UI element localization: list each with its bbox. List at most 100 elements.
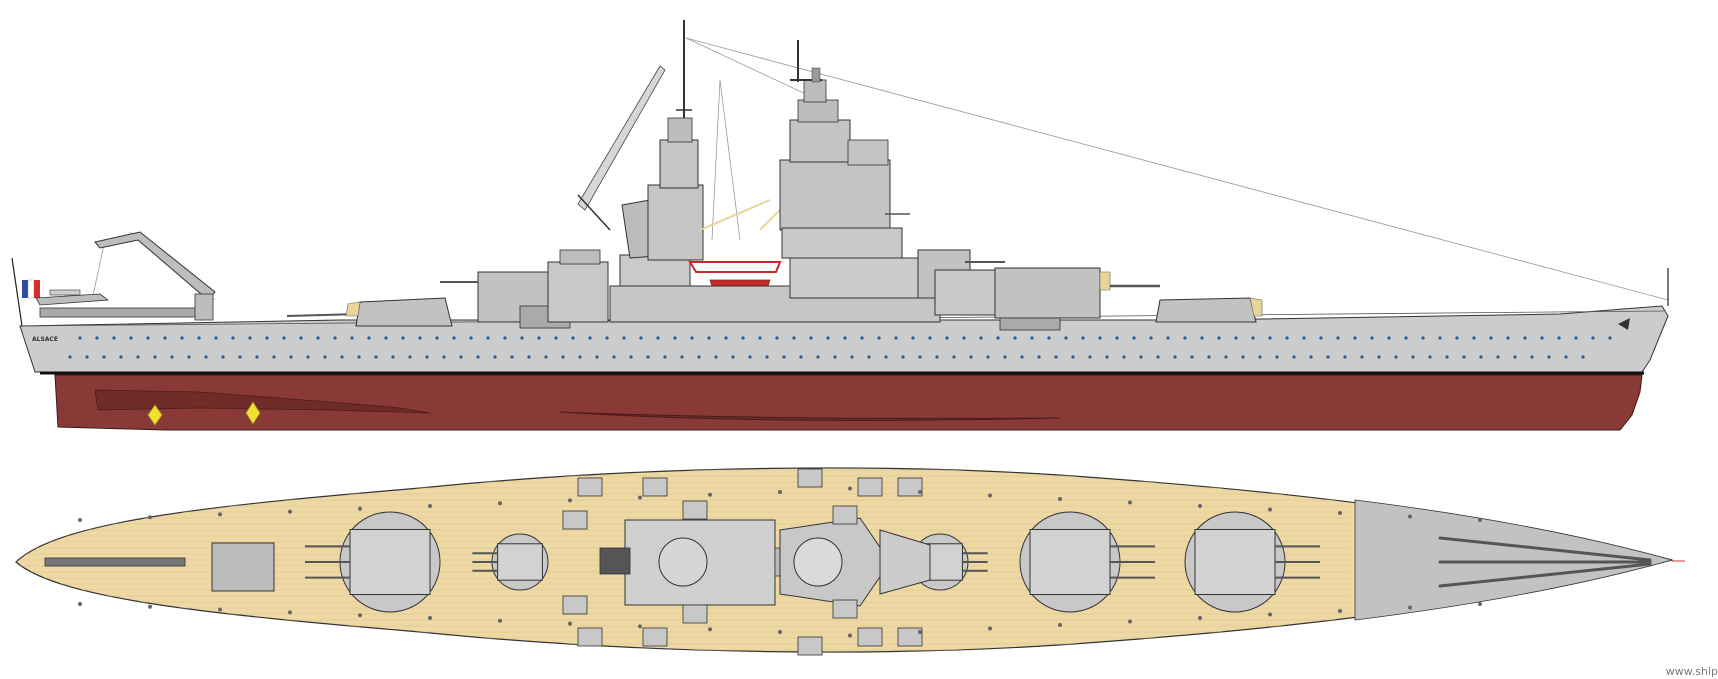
porthole xyxy=(238,355,242,359)
aa-mount xyxy=(682,500,708,520)
bollard xyxy=(568,498,572,503)
porthole xyxy=(1438,336,1442,340)
bollard xyxy=(358,506,362,511)
porthole xyxy=(1489,336,1493,340)
porthole xyxy=(357,355,361,359)
bollard xyxy=(1058,623,1062,627)
bollard xyxy=(498,618,502,623)
crane-base xyxy=(194,293,214,321)
forward-tower xyxy=(779,40,921,299)
bollard xyxy=(1408,605,1412,610)
aa-mount xyxy=(857,627,883,647)
porthole xyxy=(384,336,388,340)
porthole xyxy=(1370,336,1374,340)
porthole xyxy=(469,336,473,340)
porthole xyxy=(1207,355,1211,359)
porthole xyxy=(527,355,531,359)
porthole xyxy=(459,355,463,359)
porthole xyxy=(476,355,480,359)
porthole xyxy=(1030,336,1034,340)
porthole xyxy=(1523,336,1527,340)
aa-mount xyxy=(577,477,603,497)
porthole xyxy=(697,355,701,359)
porthole xyxy=(918,355,922,359)
porthole xyxy=(333,336,337,340)
porthole xyxy=(520,336,524,340)
aa-mount xyxy=(897,627,923,647)
porthole xyxy=(1156,355,1160,359)
bollard xyxy=(638,624,642,629)
plan-secondary-mounts xyxy=(562,468,923,656)
porthole xyxy=(860,336,864,340)
porthole xyxy=(272,355,276,359)
porthole xyxy=(1013,336,1017,340)
anchor-chains xyxy=(1438,536,1652,588)
porthole xyxy=(401,336,405,340)
porthole xyxy=(1173,355,1177,359)
porthole xyxy=(418,336,422,340)
porthole xyxy=(452,336,456,340)
porthole xyxy=(1360,355,1364,359)
porthole xyxy=(1258,355,1262,359)
porthole xyxy=(282,336,286,340)
porthole xyxy=(1190,355,1194,359)
plan-turrets xyxy=(305,511,1320,613)
porthole xyxy=(554,336,558,340)
porthole xyxy=(894,336,898,340)
porthole xyxy=(248,336,252,340)
french-ensign-icon xyxy=(11,257,40,327)
porthole xyxy=(95,336,99,340)
bollard xyxy=(428,504,432,508)
porthole xyxy=(1411,355,1415,359)
bollard xyxy=(988,493,992,498)
porthole xyxy=(1200,336,1204,340)
porthole xyxy=(748,355,752,359)
plan-view xyxy=(15,467,1685,656)
porthole xyxy=(656,336,660,340)
aa-mount xyxy=(832,599,858,619)
porthole xyxy=(1088,355,1092,359)
bollard xyxy=(1478,518,1482,522)
aa-mount xyxy=(857,477,883,497)
porthole xyxy=(503,336,507,340)
porthole xyxy=(843,336,847,340)
porthole xyxy=(673,336,677,340)
porthole xyxy=(1540,336,1544,340)
turret-house xyxy=(349,529,431,595)
porthole xyxy=(1387,336,1391,340)
porthole xyxy=(1319,336,1323,340)
porthole xyxy=(571,336,575,340)
porthole xyxy=(1462,355,1466,359)
porthole xyxy=(1530,355,1534,359)
stern-skeg xyxy=(94,389,431,414)
catapult xyxy=(44,557,186,567)
bollard xyxy=(1408,514,1412,519)
porthole xyxy=(1047,336,1051,340)
porthole xyxy=(1421,336,1425,340)
porthole xyxy=(690,336,694,340)
porthole xyxy=(265,336,269,340)
porthole xyxy=(1574,336,1578,340)
porthole xyxy=(1326,355,1330,359)
porthole xyxy=(809,336,813,340)
porthole xyxy=(1336,336,1340,340)
porthole-row-upper xyxy=(78,336,1612,340)
plan-bollards xyxy=(78,486,1482,638)
porthole xyxy=(1098,336,1102,340)
bollard xyxy=(218,512,222,517)
bollard xyxy=(918,490,922,494)
turret-house xyxy=(497,543,543,581)
porthole xyxy=(425,355,429,359)
watermark-text: www.ship xyxy=(1665,665,1718,678)
porthole xyxy=(714,355,718,359)
porthole xyxy=(153,355,157,359)
porthole xyxy=(1496,355,1500,359)
bollard xyxy=(708,627,712,632)
porthole xyxy=(537,336,541,340)
porthole xyxy=(816,355,820,359)
porthole xyxy=(612,355,616,359)
bollard xyxy=(288,509,292,514)
ships-boats xyxy=(688,261,782,287)
bollard xyxy=(778,630,782,634)
porthole xyxy=(510,355,514,359)
